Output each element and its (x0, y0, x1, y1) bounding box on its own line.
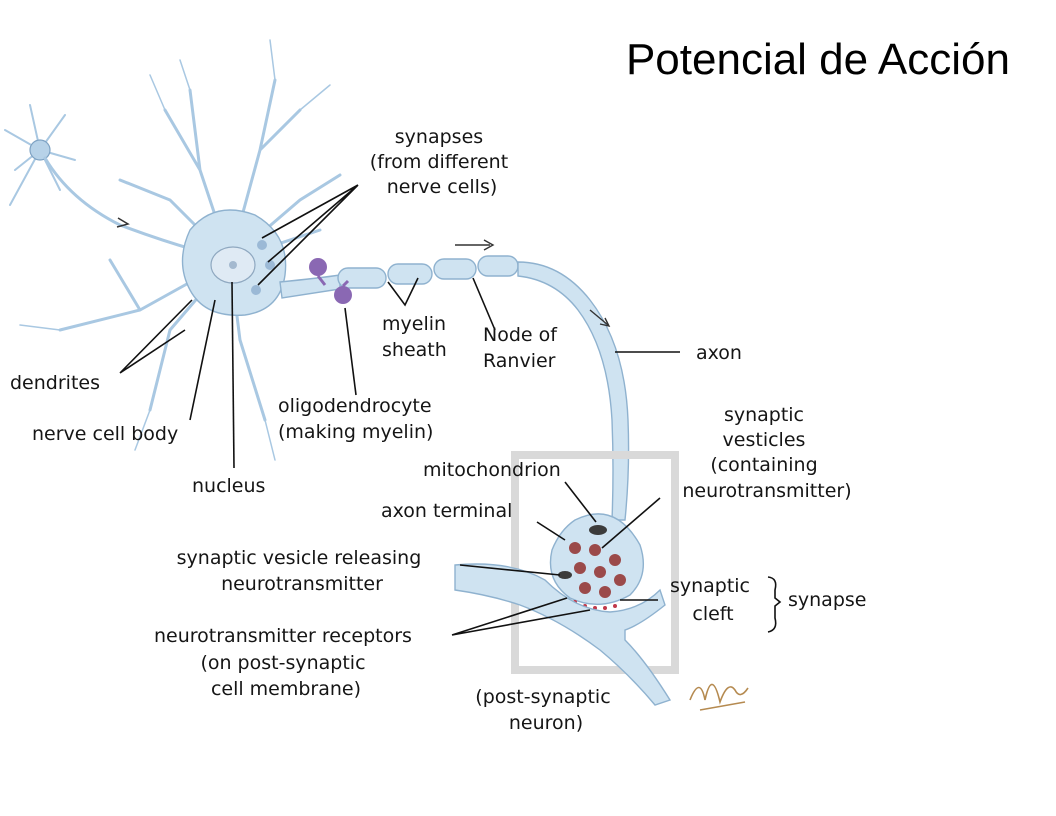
label-post-synaptic-neuron: (post-synaptic neuron) (475, 686, 616, 734)
axon-myelinated (279, 239, 630, 521)
label-mitochondrion: mitochondrion (423, 459, 561, 481)
label-synapse: synapse (788, 589, 866, 611)
label-nucleus: nucleus (192, 475, 265, 497)
label-dendrites: dendrites (10, 372, 100, 394)
axon-terminal-shape (549, 513, 644, 610)
label-vesicle-releasing: synaptic vesicle releasing neurotransmit… (177, 547, 428, 595)
pointer-lines (119, 184, 782, 636)
presynaptic-neuron-small (4, 104, 197, 252)
label-synapses: synapses (from different nerve cells) (370, 126, 514, 198)
mitochondrion-shape (589, 525, 607, 535)
slide-title: Potencial de Acción (625, 35, 1010, 84)
label-nerve-cell-body: nerve cell body (32, 423, 178, 445)
label-axon-terminal: axon terminal (381, 500, 512, 522)
post-synaptic-neuron-shape (454, 563, 672, 706)
dendrite-tree (19, 39, 342, 461)
label-axon: axon (696, 342, 742, 364)
oligodendrocyte-shape (309, 258, 352, 304)
label-node-of-ranvier: Node of Ranvier (483, 324, 563, 372)
diagram-labels: synapses (from different nerve cells) de… (10, 126, 866, 734)
label-myelin-sheath: myelin sheath (382, 313, 452, 361)
label-oligodendrocyte: oligodendrocyte (making myelin) (278, 395, 438, 443)
label-synaptic-vesicles: synaptic vesticles (containing neurotran… (682, 404, 851, 502)
artist-signature (689, 683, 749, 711)
label-synaptic-cleft: synaptic cleft (670, 575, 756, 625)
incoming-synapse-knobs (251, 240, 275, 295)
synapse-highlight-frame (511, 451, 679, 674)
label-receptors: neurotransmitter receptors (on post-syna… (154, 625, 418, 700)
